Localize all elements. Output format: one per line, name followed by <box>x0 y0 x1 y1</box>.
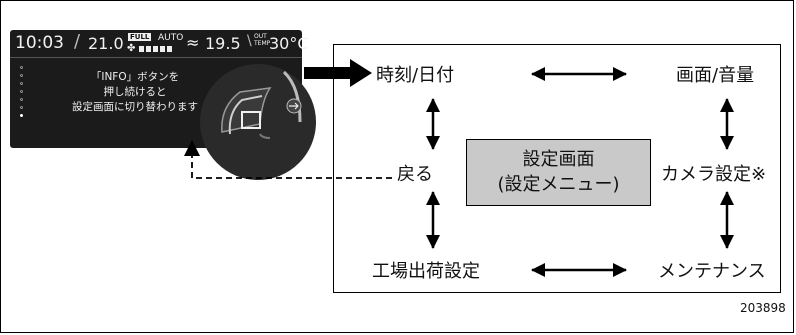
page-dot <box>20 82 23 85</box>
full-badge: FULL <box>128 33 152 41</box>
page-dot <box>20 98 23 101</box>
message-line: 「INFO」ボタンを <box>90 71 180 83</box>
entry-arrow <box>304 59 372 87</box>
display-message: 「INFO」ボタンを 押し続けると 設定画面に切り替わります <box>55 70 215 115</box>
multi-function-display: 10:03 / 21.0 FULL AUTO ✤ ≈ 19.5 \ OUT TE… <box>10 30 316 180</box>
return-dashed-arrow <box>184 140 392 179</box>
status-separator: / <box>74 31 81 52</box>
node-factory-settings: 工場出荷設定 <box>372 261 480 282</box>
node-screen-volume: 画面/音量 <box>676 65 755 86</box>
node-time-date: 時刻/日付 <box>376 65 455 86</box>
node-maintenance: メンテナンス <box>658 261 766 282</box>
message-line: 押し続けると <box>103 86 167 98</box>
display-status-bar: 10:03 / 21.0 FULL AUTO ✤ ≈ 19.5 \ OUT TE… <box>10 30 309 56</box>
status-separator: \ <box>247 33 252 49</box>
fan-speed-bars <box>139 46 173 52</box>
right-temperature-readout: 19.5 <box>205 34 241 53</box>
left-temperature-readout: 21.0 <box>88 34 124 53</box>
settings-menu-box: 設定画面 (設定メニュー) <box>466 139 651 206</box>
page-dot <box>20 114 23 117</box>
fan-icon: ✤ <box>127 43 136 54</box>
page-dot <box>20 66 23 69</box>
steering-wheel-icon <box>200 64 316 180</box>
display-divider <box>10 57 302 58</box>
figure-number: 203898 <box>740 301 786 315</box>
page-dot <box>20 74 23 77</box>
page-dot <box>20 90 23 93</box>
node-camera-settings: カメラ設定※ <box>661 164 767 185</box>
outside-temp-label: OUT TEMP <box>254 33 271 47</box>
outside-temperature-readout: 30°C <box>269 34 309 53</box>
node-back: 戻る <box>397 164 433 185</box>
message-line: 設定画面に切り替わります <box>72 101 198 113</box>
settings-flow-box <box>333 44 781 293</box>
settings-menu-title: 設定画面 <box>522 149 595 170</box>
page-dot <box>20 106 23 109</box>
clock-readout: 10:03 <box>15 33 64 53</box>
page-indicator <box>20 66 26 134</box>
settings-menu-subtitle: (設定メニュー) <box>497 174 620 195</box>
auto-label: AUTO <box>158 33 184 43</box>
airflow-icon: ≈ <box>186 33 200 52</box>
